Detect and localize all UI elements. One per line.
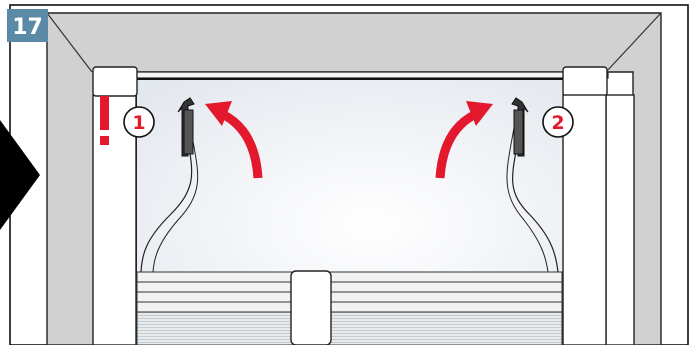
top-rail — [134, 71, 609, 79]
marker-2: 2 — [542, 106, 574, 138]
bracket-clip-icon — [511, 97, 529, 157]
cord-right-inner — [506, 127, 549, 273]
bracket-clip-icon — [177, 97, 195, 157]
marker-1-label: 1 — [132, 112, 145, 134]
corner-line-left — [46, 12, 93, 73]
marker-1: 1 — [123, 106, 155, 138]
pleated-blind — [136, 271, 563, 345]
curved-arrow-icon — [205, 101, 263, 179]
step-badge — [7, 9, 48, 42]
warning-exclamation-icon — [100, 96, 109, 145]
cord-left — [140, 127, 193, 273]
step-number: 17 — [12, 15, 43, 40]
left-frame-cap — [92, 66, 138, 97]
play-arrow-icon — [0, 120, 40, 230]
right-inner-post — [562, 94, 607, 345]
right-frame-cap — [562, 66, 608, 97]
marker-2-label: 2 — [551, 112, 564, 134]
curved-arrow-icon — [435, 101, 493, 179]
center-handle — [290, 270, 332, 345]
corner-line-right — [605, 12, 662, 73]
cord-left-inner — [152, 129, 199, 273]
right-frame-post — [605, 94, 635, 345]
cord-right — [512, 129, 559, 273]
